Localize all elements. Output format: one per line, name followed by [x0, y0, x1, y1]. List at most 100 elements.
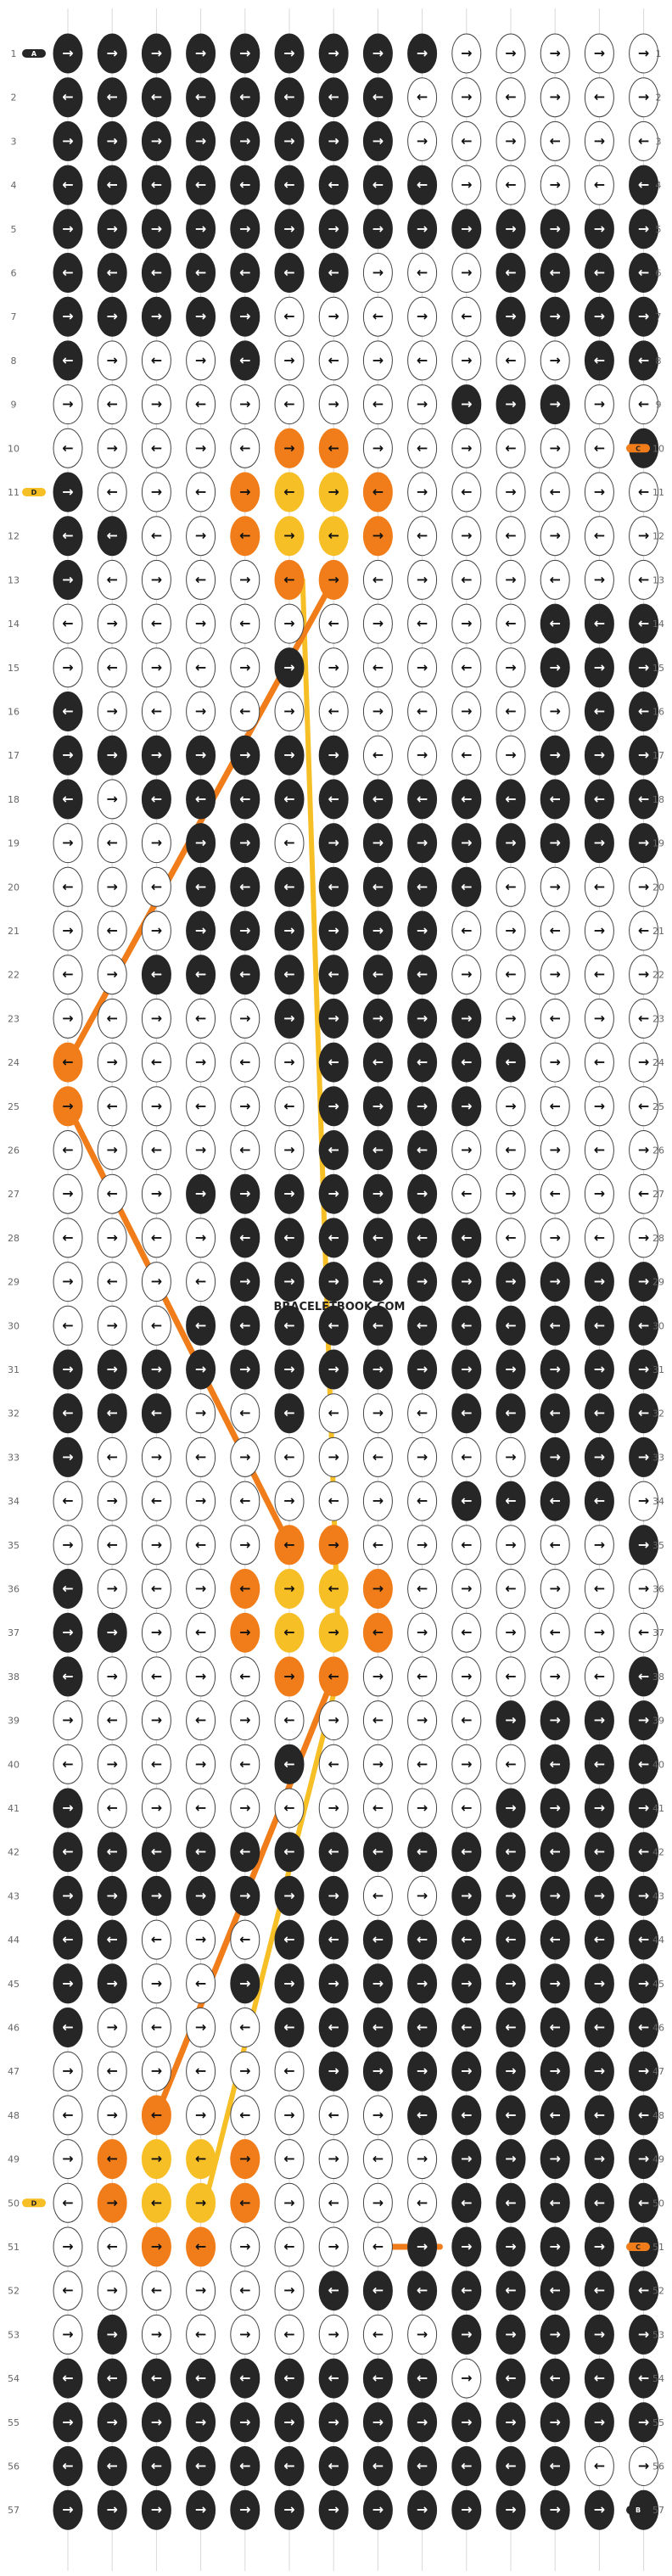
arrow-right-icon: → [106, 2019, 117, 2036]
knot-ellipse [53, 1788, 83, 1828]
knot-ellipse [629, 692, 659, 731]
arrow-right-icon: → [372, 1581, 384, 1597]
knot-ellipse [584, 1569, 614, 1609]
arrow-left-icon: ← [283, 1098, 294, 1114]
knot: ← [629, 120, 659, 161]
arrow-right-icon: → [505, 2414, 516, 2430]
arrow-right-icon: → [239, 1448, 250, 1464]
knot-ellipse [407, 866, 438, 907]
arrow-left-icon: ← [106, 1274, 117, 1290]
arrow-left-icon: ← [372, 659, 384, 675]
knot: ← [629, 603, 659, 644]
knot: → [230, 2489, 260, 2530]
arrow-left-icon: ← [106, 2151, 117, 2167]
knot: ← [496, 165, 526, 205]
arrow-right-icon: → [594, 484, 605, 500]
knot-ellipse [141, 428, 171, 468]
arrow-right-icon: → [549, 1274, 560, 1290]
knot-ellipse [53, 2008, 83, 2047]
arrow-left-icon: ← [151, 1229, 162, 1246]
knot-ellipse [230, 2446, 260, 2486]
knot: → [97, 692, 127, 731]
knot: → [318, 998, 349, 1039]
knot-ellipse [274, 472, 305, 512]
arrow-right-icon: → [106, 1581, 117, 1597]
knot: → [186, 209, 216, 249]
knot-ellipse [274, 1436, 305, 1477]
knot: → [141, 910, 171, 951]
knot: ← [496, 340, 526, 381]
knot-ellipse [629, 1349, 659, 1390]
arrow-left-icon: ← [195, 2063, 206, 2079]
knot-ellipse [274, 1130, 305, 1170]
knot: → [230, 1349, 260, 1390]
knot-ellipse [451, 253, 482, 293]
knot-ellipse [97, 2446, 127, 2486]
arrow-right-icon: → [417, 1887, 428, 1903]
arrow-right-icon: → [106, 791, 117, 807]
knot-ellipse [230, 253, 260, 293]
knot: → [496, 1700, 526, 1741]
string-end-pill [22, 49, 46, 58]
arrow-left-icon: ← [195, 1317, 206, 1333]
knot: ← [496, 866, 526, 907]
knot: → [362, 120, 393, 161]
arrow-right-icon: → [549, 878, 560, 894]
knot: ← [97, 998, 127, 1039]
knot: ← [407, 603, 438, 644]
knot: ← [362, 1305, 393, 1346]
knot-ellipse [540, 823, 570, 864]
knot-ellipse [318, 866, 349, 907]
arrow-left-icon: ← [549, 1317, 560, 1333]
row-number-label: 27 [652, 1189, 664, 1200]
knot: ← [451, 296, 482, 337]
knot-ellipse [230, 384, 260, 425]
knot: ← [186, 1788, 216, 1828]
knot: → [496, 472, 526, 512]
knot-ellipse [97, 1481, 127, 1521]
knot: ← [540, 120, 570, 161]
knot-ellipse [230, 1262, 260, 1302]
arrow-right-icon: → [549, 89, 560, 105]
arrow-right-icon: → [638, 2063, 649, 2079]
arrow-right-icon: → [195, 2194, 206, 2210]
knot: ← [451, 2446, 482, 2486]
arrow-right-icon: → [594, 571, 605, 587]
arrow-left-icon: ← [62, 2282, 73, 2299]
knot-ellipse [584, 296, 614, 337]
arrow-left-icon: ← [505, 352, 516, 368]
row-number-label: 21 [652, 926, 664, 937]
knot-ellipse [230, 516, 260, 557]
knot-ellipse [318, 2314, 349, 2355]
knot: ← [540, 1832, 570, 1873]
knot-ellipse [496, 1875, 526, 1916]
knot-ellipse [186, 1919, 216, 1960]
row-number-label: 46 [8, 2023, 20, 2034]
knot: → [186, 33, 216, 74]
arrow-right-icon: → [283, 615, 294, 631]
arrow-left-icon: ← [151, 1581, 162, 1597]
knot: → [141, 472, 171, 512]
knot-ellipse [540, 559, 570, 600]
arrow-left-icon: ← [62, 615, 73, 631]
knot: → [540, 1700, 570, 1741]
arrow-left-icon: ← [328, 1317, 339, 1333]
knot: ← [97, 472, 127, 512]
knot-ellipse [407, 2226, 438, 2267]
knot-ellipse [141, 2226, 171, 2267]
knot: → [362, 1349, 393, 1390]
arrow-right-icon: → [328, 1274, 339, 1290]
knot: ← [186, 2051, 216, 2092]
knot: → [362, 823, 393, 864]
knot-ellipse [451, 735, 482, 776]
arrow-right-icon: → [239, 396, 250, 412]
knot: → [186, 910, 216, 951]
knot: → [407, 1875, 438, 1916]
knot: → [451, 823, 482, 864]
knot-ellipse [496, 472, 526, 512]
arrow-left-icon: ← [461, 1317, 472, 1333]
arrow-right-icon: → [594, 1361, 605, 1377]
knot: → [318, 1612, 349, 1653]
knot-ellipse [540, 165, 570, 205]
arrow-right-icon: → [461, 1975, 472, 1991]
